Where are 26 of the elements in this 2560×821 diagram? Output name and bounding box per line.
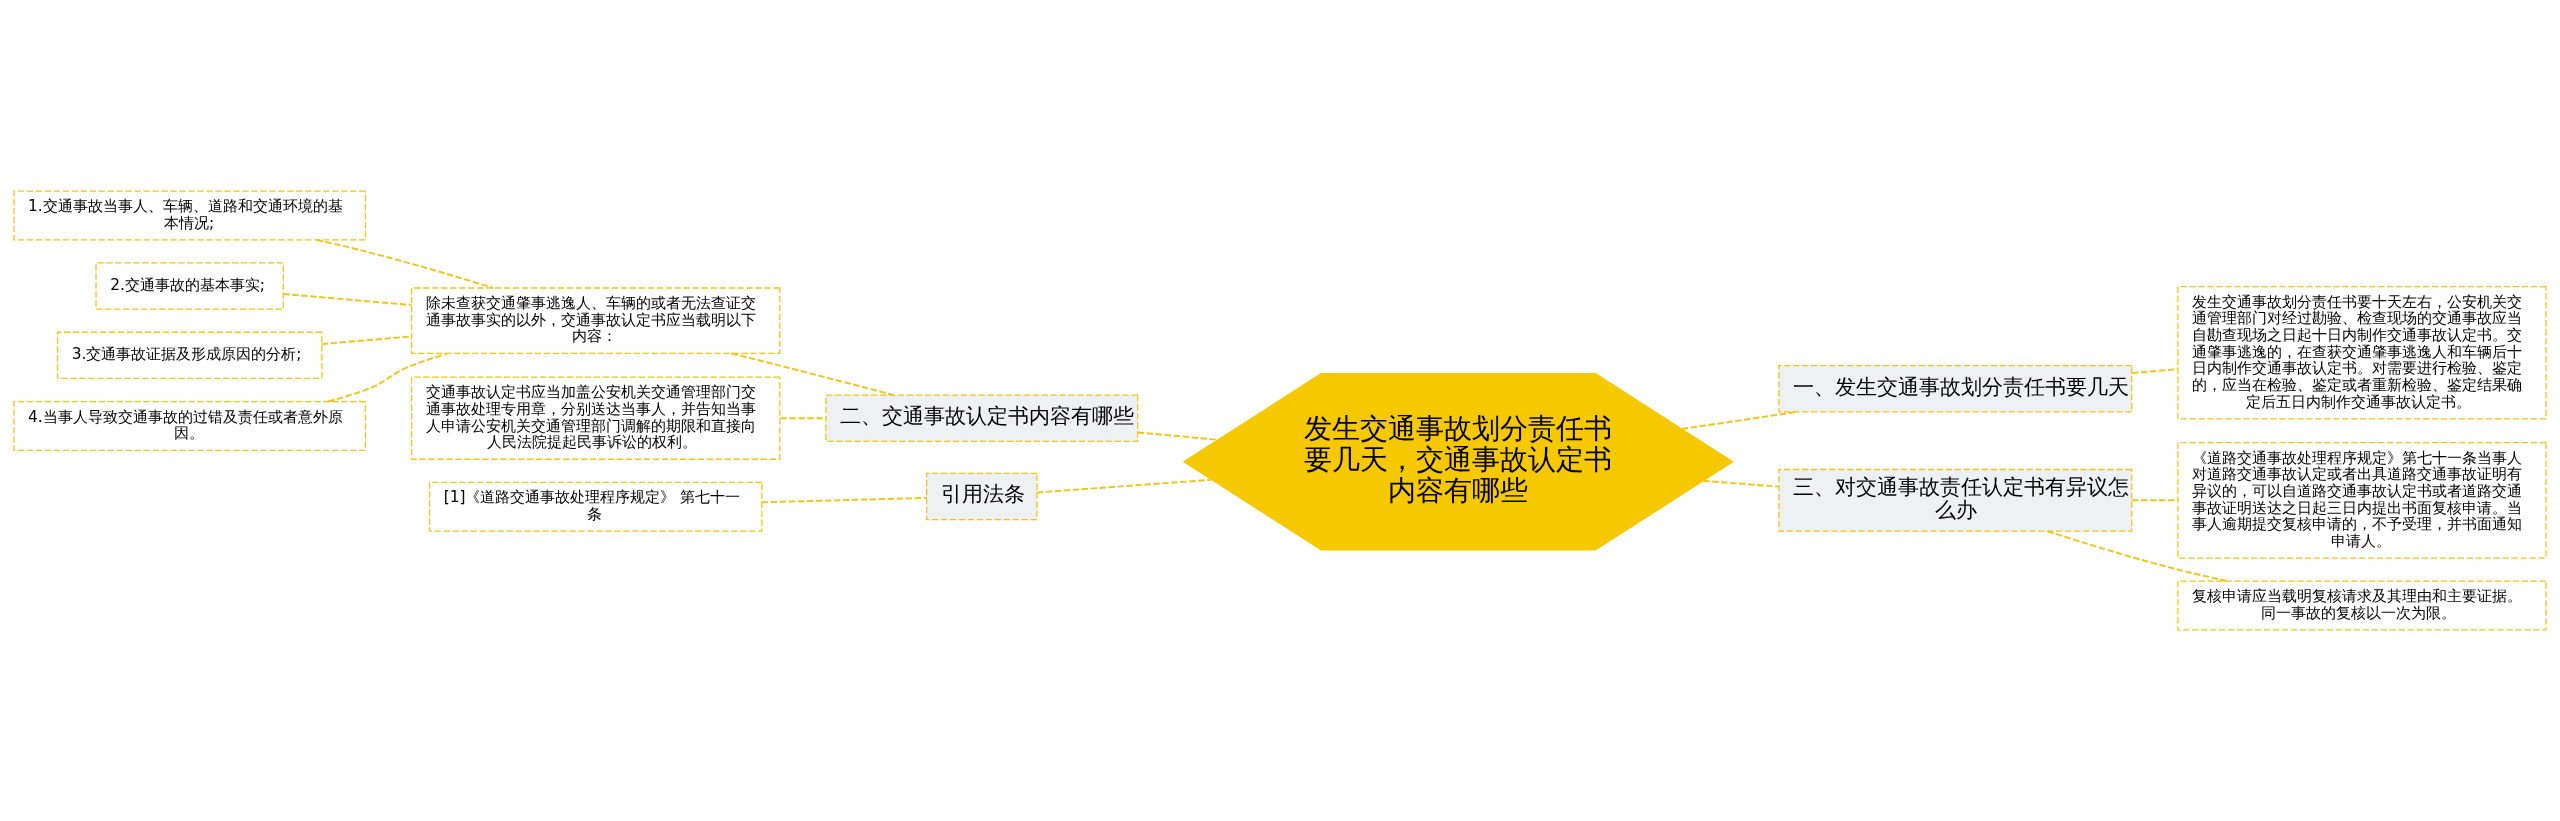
node-box: 3.交通事故证据及形成原因的分析; — [56, 331, 323, 380]
node-box: 《道路交通事故处理程序规定》第七十一条当事人对道路交通事故认定或者出具道路交通事故证明有异议的，可以自道路交通事故认定书或者道路交通事故证明送达之日起三日内提出书面复核申请。当事人逾期提交复核申请的，不予受理，并书面通知申请人。 — [2177, 441, 2547, 559]
connector — [282, 293, 413, 306]
connector — [2131, 499, 2179, 502]
node-box: 一、发生交通事故划分责任书要几天 — [1778, 364, 2133, 413]
node-box: 发生交通事故划分责任书要十天左右，公安机关交通管理部门对经过勘验、检查现场的交通事故应当自勘查现场之日起十日内制作交通事故认定书。交通肇事逃逸的，在查获交通肇事逃逸人和车辆后十日内制作交通事故认定书。对需要进行检验、鉴定的，应当在检验、鉴定或者重新检验、鉴定结果确定后五日内制作交通事故认定书。 — [2177, 286, 2547, 420]
node-box: 交通事故认定书应当加盖公安机关交通管理部门交通事故处理专用章，分别送达当事人，并告知当事人申请公安机关交通管理部门调解的期限和直接向人民法院提起民事诉讼的权利。 — [410, 376, 781, 460]
connector — [315, 239, 494, 289]
connector — [2131, 368, 2179, 375]
node-box: 4.当事人导致交通事故的过错及责任或者意外原因。 — [13, 400, 367, 451]
connector — [760, 496, 928, 504]
connector — [779, 417, 827, 420]
node-box: 除未查获交通肇事逃逸人、车辆的或者无法查证交通事故事实的以外，交通事故认定书应当载明以下内容： — [410, 287, 781, 355]
node-box: 引用法条 — [926, 472, 1038, 521]
connector — [1680, 410, 1799, 430]
connector — [1036, 478, 1213, 494]
node-box: 三、对交通事故责任认定书有异议怎么办 — [1778, 468, 2133, 532]
connector — [1702, 479, 1780, 488]
node-box: 1.交通事故当事人、车辆、道路和交通环境的基本情况; — [13, 190, 367, 241]
connector — [2046, 530, 2229, 583]
node-box: [1]《道路交通事故处理程序规定》 第七十一条 — [428, 481, 763, 532]
connector — [1137, 431, 1219, 441]
connector — [327, 352, 449, 403]
node-box: 二、交通事故认定书内容有哪些 — [825, 394, 1139, 442]
node-box: 复核申请应当载明复核请求及其理由和主要证据。同一事故的复核以一次为限。 — [2177, 580, 2547, 631]
node-box: 2.交通事故的基本事实; — [95, 262, 284, 310]
